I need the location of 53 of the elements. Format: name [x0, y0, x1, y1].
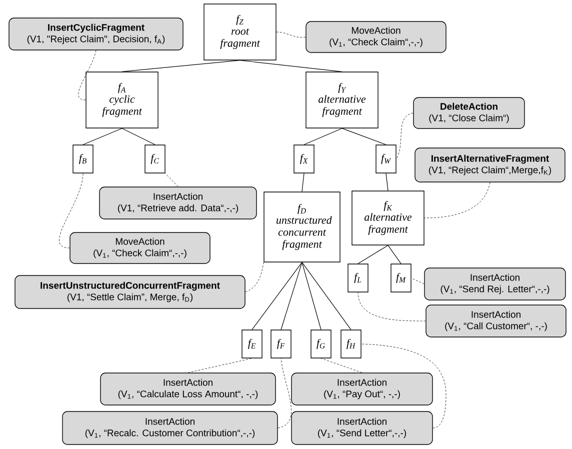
tree-line: [386, 173, 388, 191]
action-box: InsertUnstructuredConcurrentFragment (V1, “Settle Claim”, Merge, f$_{D}$): [14, 275, 246, 309]
dashed-connector: [165, 173, 178, 187]
action-box: InsertAction (V$_{1}$, “Pay Out“, -,-): [291, 372, 433, 406]
fragment-box: f$_{Z}$ root fragment: [204, 4, 276, 60]
fragment-box: f$_{X}$: [294, 144, 314, 174]
tree-line: [122, 60, 240, 72]
dashed-connector: [396, 112, 414, 160]
dashed-connector: [78, 50, 96, 100]
action-box: InsertAction (V$_{1}$, “Send Rej. Letter“,-,-): [424, 268, 566, 300]
tree-line: [240, 60, 342, 72]
fragment-box: f$_{A}$ cyclic fragment: [86, 72, 158, 128]
fragment-box: f$_{L}$: [348, 264, 368, 292]
action-box: InsertAction (V$_{1}$, “Calculate Loss Amount“, -,-): [100, 372, 276, 406]
fragment-box: f$_{K}$ alternative fragment: [352, 190, 424, 246]
action-box: InsertAction (V1, “Retrieve add. Data“,-,-): [99, 186, 257, 220]
action-box: DeleteAction (V1, “Close Claim“): [413, 97, 525, 129]
action-box: MoveAction (V$_{1}$, “Check Claim“,-,-): [306, 21, 446, 53]
dashed-connector: [278, 358, 292, 428]
dashed-connector: [188, 358, 252, 373]
tree-line: [252, 262, 302, 330]
action-box: InsertCyclicFragment (V1, "Reject Claim", Decision, f$_{A}$): [8, 18, 184, 50]
tree-line: [358, 245, 388, 264]
fragment-box: f$_{C}$: [144, 144, 166, 174]
tree-line: [302, 262, 352, 330]
dashed-connector: [276, 32, 306, 38]
fragment-box: f$_{F}$: [270, 330, 292, 358]
fragment-box: f$_{E}$: [242, 330, 262, 358]
dashed-connector: [411, 278, 424, 284]
fragment-box: f$_{W}$: [376, 144, 396, 174]
fragment-box: f$_{G}$: [310, 330, 332, 358]
fragment-box: f$_{D}$ unstructured concurrent fragment: [264, 192, 340, 262]
dashed-connector: [358, 292, 426, 322]
action-box: InsertAction (V$_{1}$, “Call Customer“, -,-): [426, 304, 566, 338]
dashed-connector: [361, 344, 446, 428]
tree-line: [388, 245, 402, 264]
tree-line: [304, 128, 342, 145]
action-box: InsertAction (V$_{1}$, “Send Letter“,-,-): [291, 411, 433, 445]
tree-line: [342, 128, 386, 145]
tree-line: [122, 128, 156, 145]
tree-line: [302, 262, 322, 330]
action-box: InsertAlternativeFragment (V1, “Reject Claim“,Merge,f$_{K}$): [414, 148, 566, 182]
fragment-box: f$_{Y}$ alternative fragment: [306, 72, 378, 128]
tree-line: [280, 262, 302, 330]
dashed-connector: [424, 182, 490, 218]
action-box: InsertAction (V$_{1}$, “Recalc. Customer Contribution“,-,-): [62, 411, 278, 445]
fragment-box: f$_{B}$: [72, 144, 94, 174]
action-box: MoveAction (V$_{1}$, “Check Claim“,-,-): [70, 232, 210, 264]
fragment-box: f$_{H}$: [340, 330, 362, 358]
tree-line: [82, 128, 122, 145]
dashed-connector: [245, 262, 264, 292]
tree-line: [302, 173, 304, 192]
fragment-box: f$_{M}$: [390, 264, 412, 292]
